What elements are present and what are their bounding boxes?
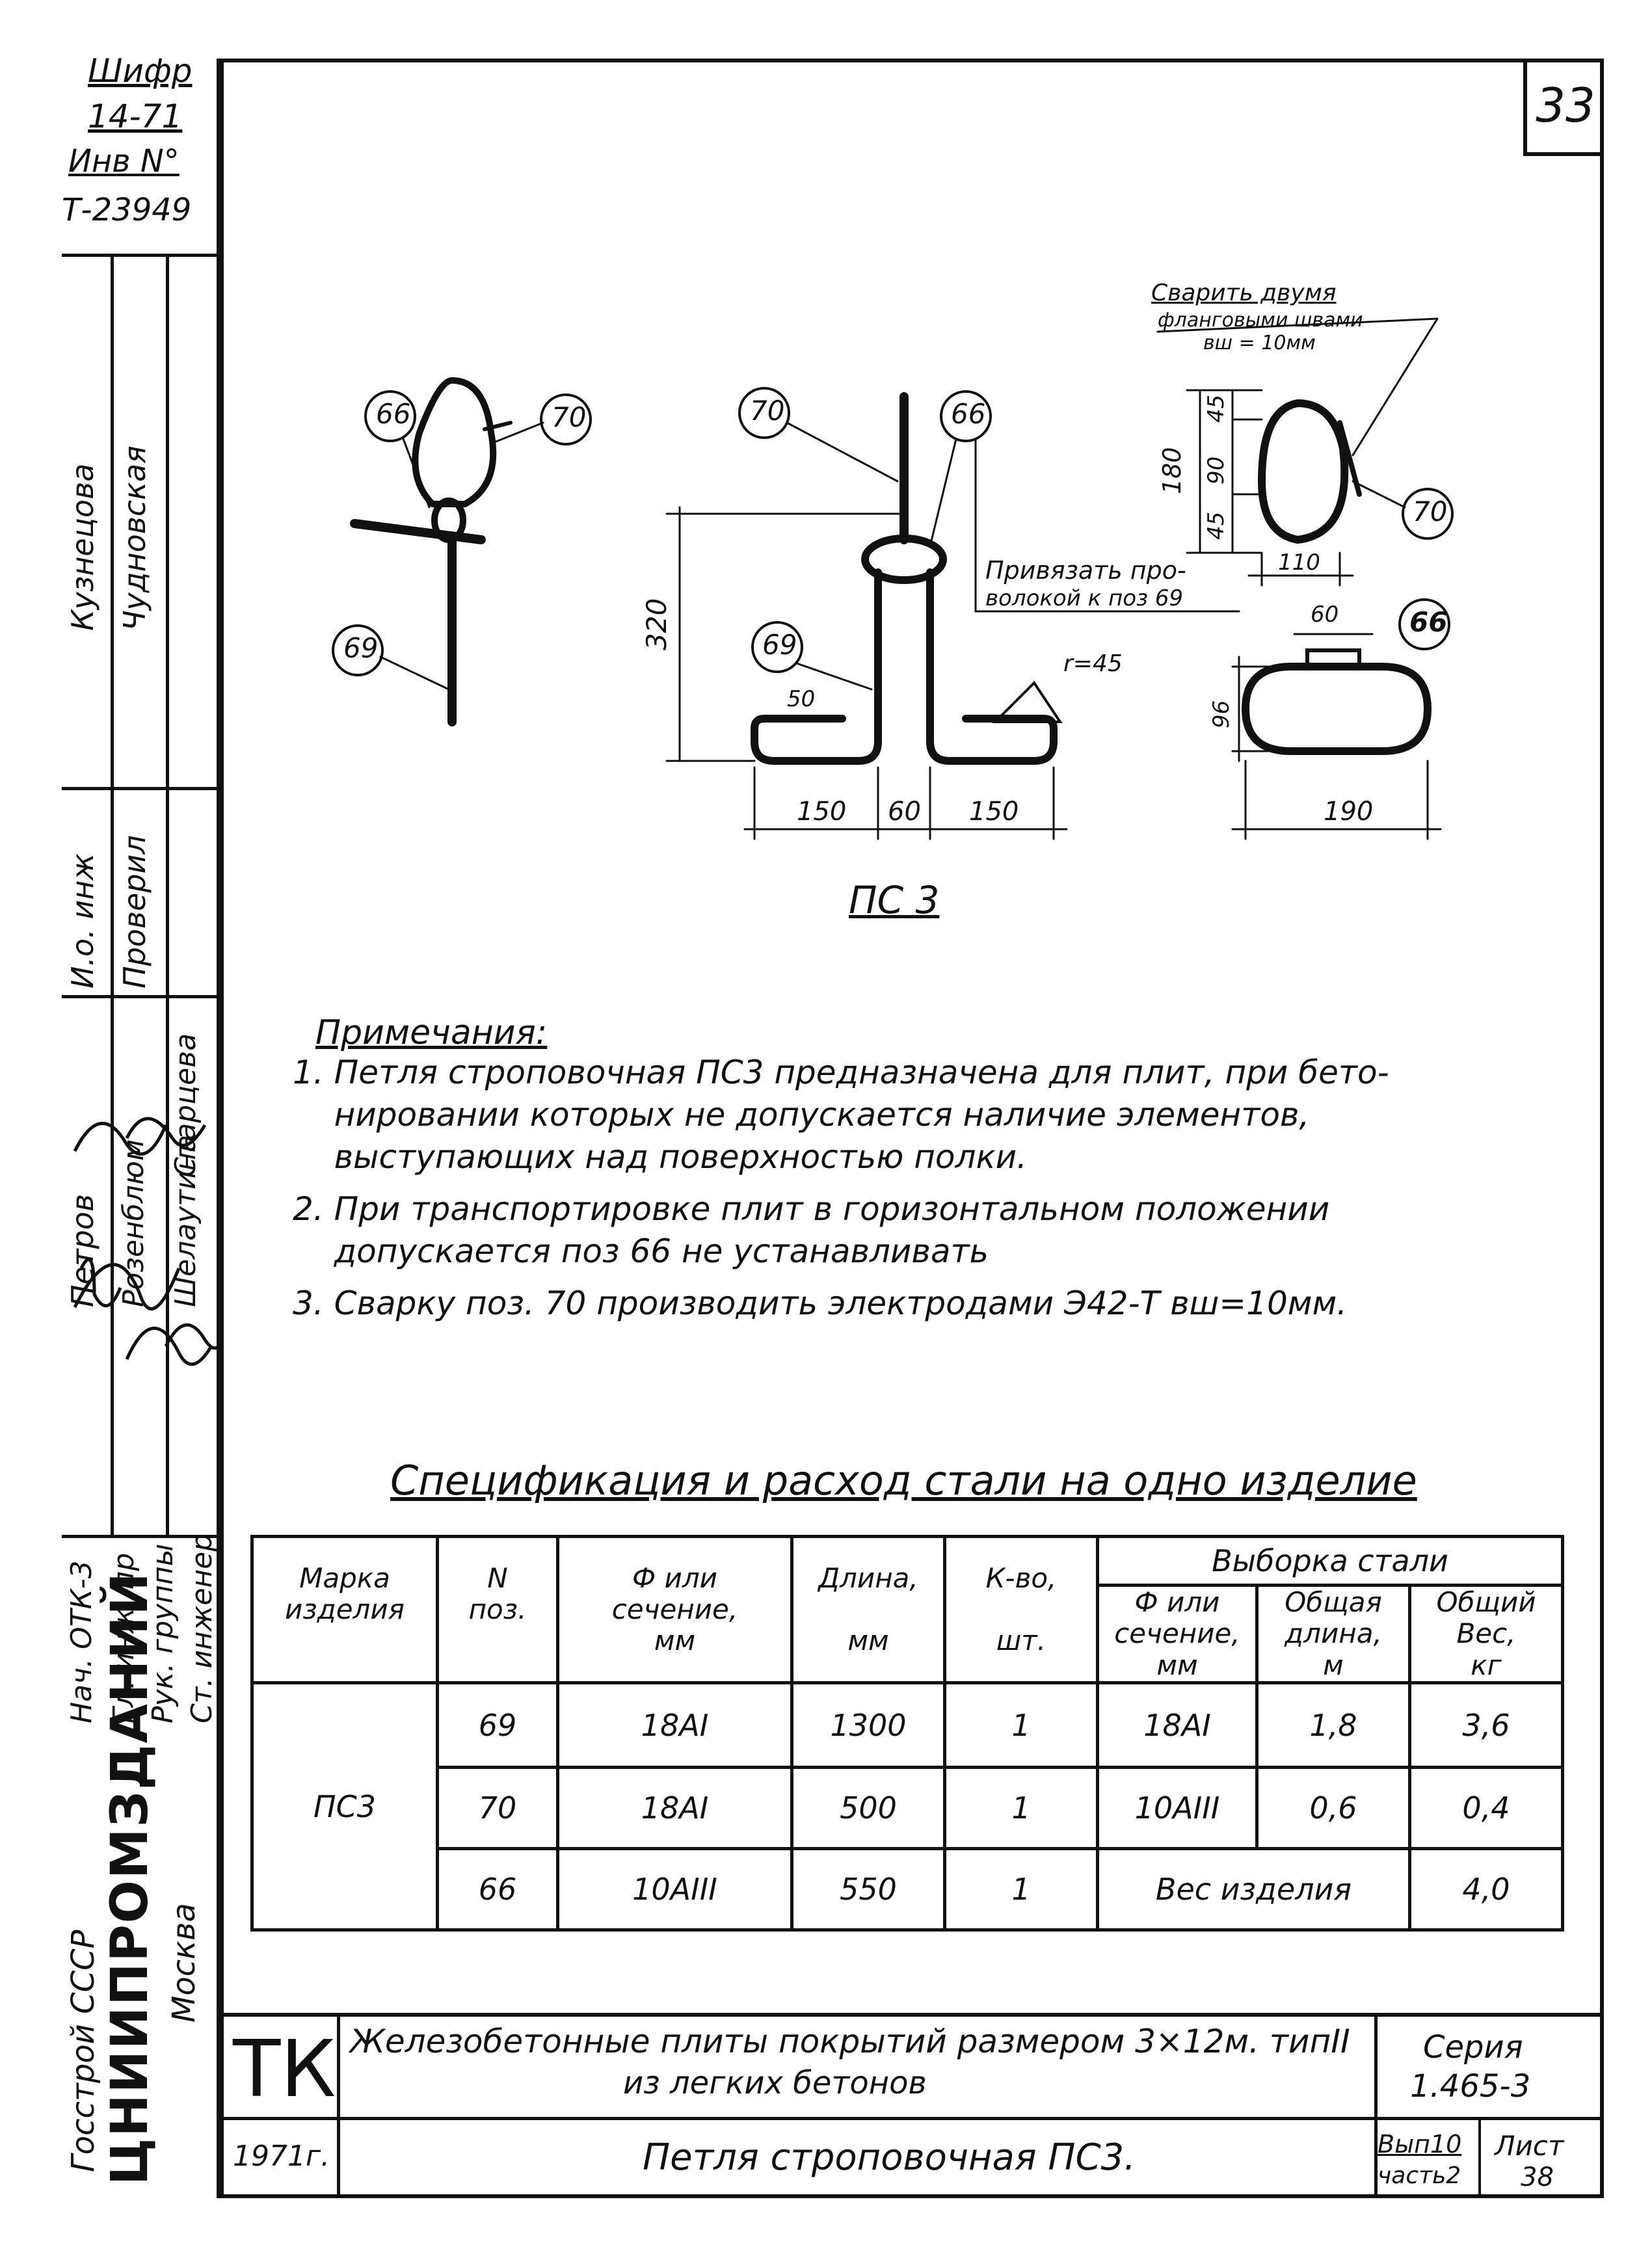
project-title: Железобетонные плиты покрытий размером 3…	[350, 2023, 1350, 2060]
list-label: Лист	[1495, 2130, 1564, 2162]
note-line: 2. При транспортировке плит в горизонтал…	[293, 1190, 1330, 1228]
stamp-line: Шифр	[88, 52, 193, 90]
note-line: нировании которых не допускается наличие…	[293, 1096, 1310, 1134]
s-section-cell: 10AIII	[1096, 1766, 1259, 1850]
issue: Вып10	[1378, 2130, 1462, 2158]
tk-code: ТК	[233, 2025, 336, 2115]
qty-cell: 1	[943, 1766, 1099, 1850]
pos-cell: 70	[436, 1766, 559, 1850]
s-length-cell: 1,8	[1255, 1681, 1411, 1769]
pos-label: 69	[343, 632, 379, 664]
dim-r45: r=45	[1063, 650, 1123, 677]
section-cell: 18AI	[556, 1766, 793, 1850]
s-length-cell: 0,6	[1255, 1766, 1411, 1850]
length-cell: 550	[790, 1847, 946, 1932]
notes-title: Примечания:	[315, 1013, 548, 1052]
weld-note: фланговыми швами	[1158, 309, 1363, 332]
qty-cell: 1	[943, 1681, 1099, 1769]
pos-label: 70	[552, 401, 587, 433]
stamp-line: 14-71	[88, 98, 183, 135]
dim-60: 60	[1311, 602, 1339, 628]
pos-label: 69	[762, 629, 797, 661]
col-length-header: Длина, мм	[790, 1535, 946, 1684]
length-cell: 500	[790, 1766, 946, 1850]
dim-190: 190	[1324, 797, 1374, 827]
archive-stamp: Шифр 14-71 Инв N° Т-23949	[62, 52, 220, 254]
signatures	[73, 1117, 220, 1366]
series-label: Серия	[1423, 2029, 1523, 2065]
dim-90: 90	[1203, 456, 1229, 485]
org-gosstroy: Госстрой СССР	[65, 1930, 101, 2172]
note-line: допускается поз 66 не устанавливать	[293, 1232, 989, 1270]
product-weight-label: Вес изделия	[1096, 1847, 1411, 1932]
title-block: ТК Железобетонные плиты покрытий размеро…	[220, 2013, 1604, 2198]
section-cell: 10AIII	[556, 1847, 793, 1932]
pos-label: 66	[376, 398, 411, 430]
role-st-inzh: Ст. инженер	[185, 1533, 219, 1723]
tie-note: Привязать про-	[985, 556, 1186, 585]
spec-title: Спецификация и расход стали на одно изде…	[390, 1457, 1417, 1504]
sheet-title: Петля строповочная ПС3.	[643, 2136, 1136, 2179]
qty-cell: 1	[943, 1847, 1099, 1932]
col-qty-header: К-во, шт.	[943, 1535, 1099, 1684]
pos-cell: 69	[436, 1681, 559, 1769]
loop-70-left	[412, 377, 497, 507]
dim-96: 96	[1208, 700, 1234, 728]
table-row: ПС3 69 18AI 1300 1 18AI 1,8 3,6	[250, 1681, 1564, 1932]
section-cell: 18AI	[556, 1681, 793, 1769]
s-weight-cell: 3,6	[1408, 1681, 1564, 1769]
dim-180: 180	[1158, 447, 1186, 494]
dim-45: 45	[1203, 511, 1229, 540]
mark-cell: ПС3	[250, 1681, 439, 1932]
pos-label: 70	[750, 395, 785, 427]
tie-note: волокой к поз 69	[985, 585, 1184, 611]
sheet-number: 33	[1523, 59, 1604, 156]
pos-label: 70	[1413, 496, 1448, 527]
pos-label: 66	[951, 398, 986, 430]
dim-60: 60	[888, 797, 921, 827]
weld-note: вш = 10мм	[1203, 332, 1316, 354]
s-weight-cell: 4,0	[1408, 1847, 1564, 1932]
length-cell: 1300	[790, 1681, 946, 1769]
dim-50: 50	[787, 686, 816, 712]
role-nach-otk: Нач. ОТК-3	[65, 1560, 98, 1723]
table-row: 70 18AI 500 1 10AIII 0,6 0,4	[252, 1766, 1564, 1850]
table-row: 66 10AIII 550 1 Вес изделия 4,0	[252, 1847, 1564, 1932]
weld-note: Сварить двумя	[1151, 280, 1337, 306]
stamp-line: Т-23949	[62, 192, 192, 228]
drawing-frame	[220, 59, 1604, 2198]
note-line: выступающих над поверхностью полки.	[293, 1138, 1028, 1176]
note-line: 1. Петля строповочная ПС3 предназначена …	[293, 1054, 1389, 1091]
s-section-cell: 18AI	[1096, 1681, 1259, 1769]
dim-150: 150	[797, 797, 847, 827]
series-number: 1.465-3	[1410, 2068, 1531, 2105]
loop-drawing	[332, 317, 1454, 840]
project-title-2: из легких бетонов	[623, 2065, 927, 2101]
dim-320: 320	[641, 598, 673, 650]
margin-strip: Шифр 14-71 Инв N° Т-23949 Кузнецова Чудн…	[62, 52, 220, 2198]
year: 1971г.	[233, 2140, 330, 2173]
org-moskva: Москва	[166, 1903, 202, 2023]
org-tsniipromzdaniy: ЦНИИПРОМЗДАНИЙ	[101, 1571, 159, 2185]
pos-cell: 66	[436, 1847, 559, 1932]
pos-label: 66	[1409, 606, 1448, 638]
dim-110: 110	[1278, 550, 1320, 576]
note-line: 3. Сварку поз. 70 производить электродам…	[293, 1284, 1348, 1322]
stamp-line: Инв N°	[68, 143, 180, 179]
dim-150: 150	[969, 797, 1019, 827]
dim-45: 45	[1203, 394, 1229, 423]
sample-header: Выборка стали	[1096, 1535, 1564, 1587]
s-weight-cell: 0,4	[1408, 1766, 1564, 1850]
drawing-title: ПС 3	[849, 878, 940, 922]
list-number: 38	[1521, 2162, 1554, 2192]
part: часть2	[1378, 2162, 1461, 2189]
